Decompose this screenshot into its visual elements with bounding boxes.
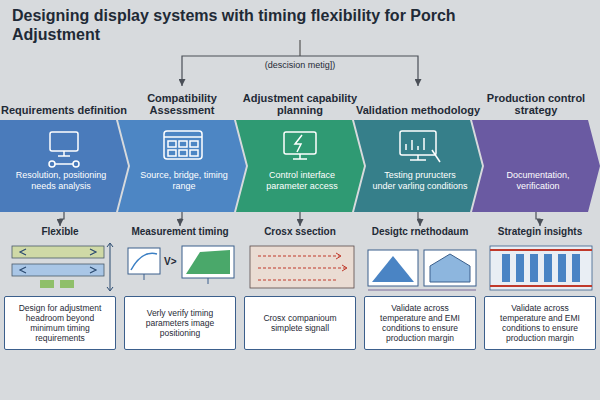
strategy-illustration <box>490 246 592 290</box>
card-text: Validate across temperature and EMI cond… <box>489 303 591 343</box>
insight-card: Measurement timingVerly verify timing pa… <box>124 226 236 350</box>
stage-chevron: Compatibility AssessmentSource, bridge, … <box>118 86 246 212</box>
stage-chevron: Validation methodologyTesting pruructers… <box>354 86 482 212</box>
text-box: Validate across temperature and EMI cond… <box>364 296 476 350</box>
card-text: Validate across temperature and EMI cond… <box>369 303 471 343</box>
card-heading: Crosx ssection <box>244 226 356 238</box>
chevron-shape <box>0 120 128 212</box>
stage-heading: Adjustment capability planning <box>236 86 364 116</box>
stage-chevron: Requirements definitionResolution, posit… <box>0 86 128 212</box>
stage-heading: Requirements definition <box>0 86 128 116</box>
text-box: Validate across temperature and EMI cond… <box>484 296 596 350</box>
stage-heading: Validation methodology <box>354 86 482 116</box>
chevron-shape <box>472 120 600 212</box>
stage-description: Documentation, verification <box>490 170 586 192</box>
text-box: Crosx companioum simplete signall <box>244 296 356 350</box>
insight-card: Strategin insightsValidate across temper… <box>484 226 596 350</box>
bar-illustration <box>12 243 113 291</box>
insight-card: Desigtc rnethodaumValidate across temper… <box>364 226 476 350</box>
card-heading: Flexible <box>4 226 116 238</box>
card-text: Design for adjustment headroom beyond mi… <box>9 303 111 343</box>
insight-card: FlexibleDesign for adjustment headroom b… <box>4 226 116 350</box>
card-text: Verly verify timing parameters image pos… <box>129 308 231 338</box>
connector-arrow <box>182 56 418 86</box>
connector-arrow <box>180 212 182 226</box>
stage-description: Control interface parameter access <box>254 170 350 192</box>
chevron-fill <box>118 120 246 212</box>
chevron-shape <box>354 120 482 212</box>
chevron-shape <box>236 120 364 212</box>
stage-heading: Compatibility Assessment <box>118 86 246 116</box>
label-text: V> <box>164 256 177 268</box>
chevron-shape <box>118 120 246 212</box>
chevron-fill <box>472 120 600 212</box>
stage-heading: Production control strategy <box>472 86 600 116</box>
stage-description: Source, bridge, timing range <box>136 170 232 192</box>
diagram-title: Designing display systems with timing fl… <box>12 6 482 44</box>
chevron-fill <box>0 120 128 212</box>
edge-label: (descision metig]) <box>265 60 336 71</box>
stage-chevron: Production control strategyDocumentation… <box>472 86 600 212</box>
cross-section-illustration <box>250 246 354 288</box>
card-text: Crosx companioum simplete signall <box>249 313 351 333</box>
bracket-stem <box>299 40 300 56</box>
connector-arrow <box>60 212 64 226</box>
validation-illustration <box>368 250 476 290</box>
chevron-fill <box>236 120 364 212</box>
connector-arrow <box>299 212 300 226</box>
chevron-fill <box>354 120 482 212</box>
text-box: Verly verify timing parameters image pos… <box>124 296 236 350</box>
card-heading: Measurement timing <box>124 226 236 238</box>
connector-arrow <box>418 212 420 226</box>
stage-chevron: Adjustment capability planningControl in… <box>236 86 364 212</box>
stage-description: Testing pruructers under varling conditi… <box>372 170 468 192</box>
card-heading: Strategin insights <box>484 226 596 238</box>
connector-arrow <box>536 212 540 226</box>
card-heading: Desigtc rnethodaum <box>364 226 476 238</box>
insight-card: Crosx ssectionCrosx companioum simplete … <box>244 226 356 350</box>
text-box: Design for adjustment headroom beyond mi… <box>4 296 116 350</box>
stage-description: Resolution, positioning needs analysis <box>8 170 114 192</box>
monitor-illustration <box>128 246 234 284</box>
